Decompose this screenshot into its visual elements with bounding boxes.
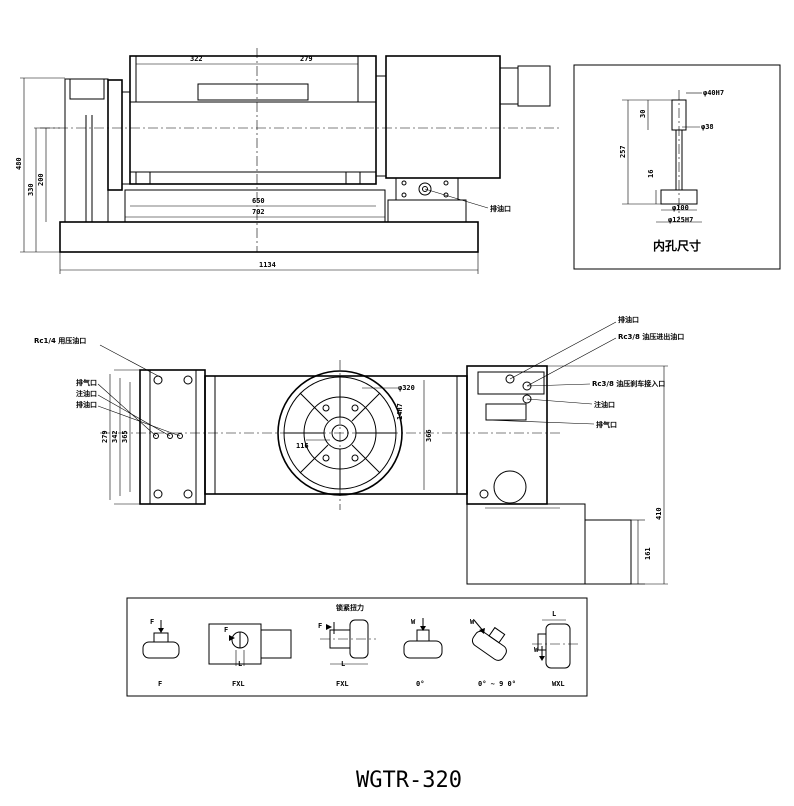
clamp-2-label: FXL <box>232 680 245 688</box>
clamp-item-0-90deg: W 0° ~ 9 0° <box>470 618 516 688</box>
label-drain-top: 排油口 <box>618 315 639 324</box>
top-dim-14: 14H7 <box>396 403 404 420</box>
dim-480: 480 <box>15 157 23 170</box>
clamp-item-fxl-1: F L FXL <box>208 623 292 688</box>
clamp-1-label: F <box>158 680 162 688</box>
top-dim-279: 279 <box>101 430 109 443</box>
clamp-3-force: F <box>318 622 322 630</box>
motor-housing <box>385 55 501 179</box>
clamp-item-0deg: W 0° <box>403 618 443 688</box>
drawing-title: WGTR-320 <box>356 768 462 793</box>
bore-dim-16: 16 <box>647 170 655 178</box>
label-fill-left: 注油口 <box>76 389 97 398</box>
bore-dim-phi100: φ100 <box>672 204 689 212</box>
bore-view-frame <box>573 64 781 270</box>
clamp-5-force: W <box>470 618 475 626</box>
clamp-item-fxl-2: F L FXL <box>318 619 376 688</box>
clamp-3-label: FXL <box>336 680 349 688</box>
dim-279: 279 <box>300 55 313 63</box>
clamp-6-force: W <box>534 646 539 654</box>
top-dim-410: 410 <box>655 507 663 520</box>
label-drain-left: 排油口 <box>76 400 97 409</box>
drain-label-side: 排油口 <box>490 204 511 213</box>
top-dim-161: 161 <box>644 547 652 560</box>
main-body <box>129 55 377 185</box>
base-plate <box>59 221 479 253</box>
dim-200: 200 <box>37 173 45 186</box>
dim-330: 330 <box>27 183 35 196</box>
clamp-3-dim: L <box>341 660 345 668</box>
clamp-6-dim: L <box>552 610 556 618</box>
face-plate <box>107 79 123 191</box>
bore-dim-phi125: φ125H7 <box>668 216 693 224</box>
clamp-item-f: F F <box>142 618 180 688</box>
clamp-2-dim: L <box>238 660 242 668</box>
clamp-4-label: 0° <box>416 680 424 688</box>
dim-1134: 1134 <box>259 261 276 269</box>
bore-view: 257 30 16 φ40H7 φ38 φ100 φ125H7 内孔尺寸 <box>573 64 781 270</box>
side-view: 322 279 650 702 1134 480 330 200 排油口 <box>15 48 560 274</box>
top-lower-ext <box>466 503 586 585</box>
bore-dim-30: 30 <box>639 110 647 118</box>
clamp-1-force: F <box>150 618 154 626</box>
motor-circle <box>493 470 527 504</box>
label-fill-right: 注油口 <box>594 400 615 409</box>
bore-dim-257: 257 <box>619 145 627 158</box>
clamp-6-label: WXL <box>552 680 565 688</box>
dim-650: 650 <box>252 197 265 205</box>
clamp-2-force: F <box>224 626 228 634</box>
top-dim-366: 366 <box>425 429 433 442</box>
top-view: 279 342 365 φ320 <box>34 315 684 585</box>
label-rc14: Rc1/4 用压油口 <box>34 336 86 345</box>
top-dim-116: 116 <box>296 442 309 450</box>
bore-dim-phi40: φ40H7 <box>703 89 724 97</box>
clamping-title: 锁紧扭力 <box>335 603 364 612</box>
top-motor-block <box>466 365 548 505</box>
top-dim-365: 365 <box>121 430 129 443</box>
clamping-frame <box>126 597 588 697</box>
label-rc38-a: Rc3/8 油压进出油口 <box>618 332 684 341</box>
label-exhaust-right: 排气口 <box>596 420 617 429</box>
label-rc38-b: Rc3/8 油压刹车接入口 <box>592 379 665 388</box>
top-dim-phi320: φ320 <box>398 384 415 392</box>
clamp-4-force: W <box>411 618 416 626</box>
clamp-5-label: 0° ~ 9 0° <box>478 680 516 688</box>
bore-dim-phi38: φ38 <box>701 123 714 131</box>
bore-caption: 内孔尺寸 <box>653 238 701 253</box>
label-exhaust-left: 排气口 <box>76 378 97 387</box>
dim-702: 702 <box>252 208 265 216</box>
clamp-item-wxl: W L WXL <box>532 610 578 688</box>
top-dim-342: 342 <box>111 430 119 443</box>
clamping-panel: 锁紧扭力 F F F L FXL <box>126 597 588 697</box>
dim-322: 322 <box>190 55 203 63</box>
